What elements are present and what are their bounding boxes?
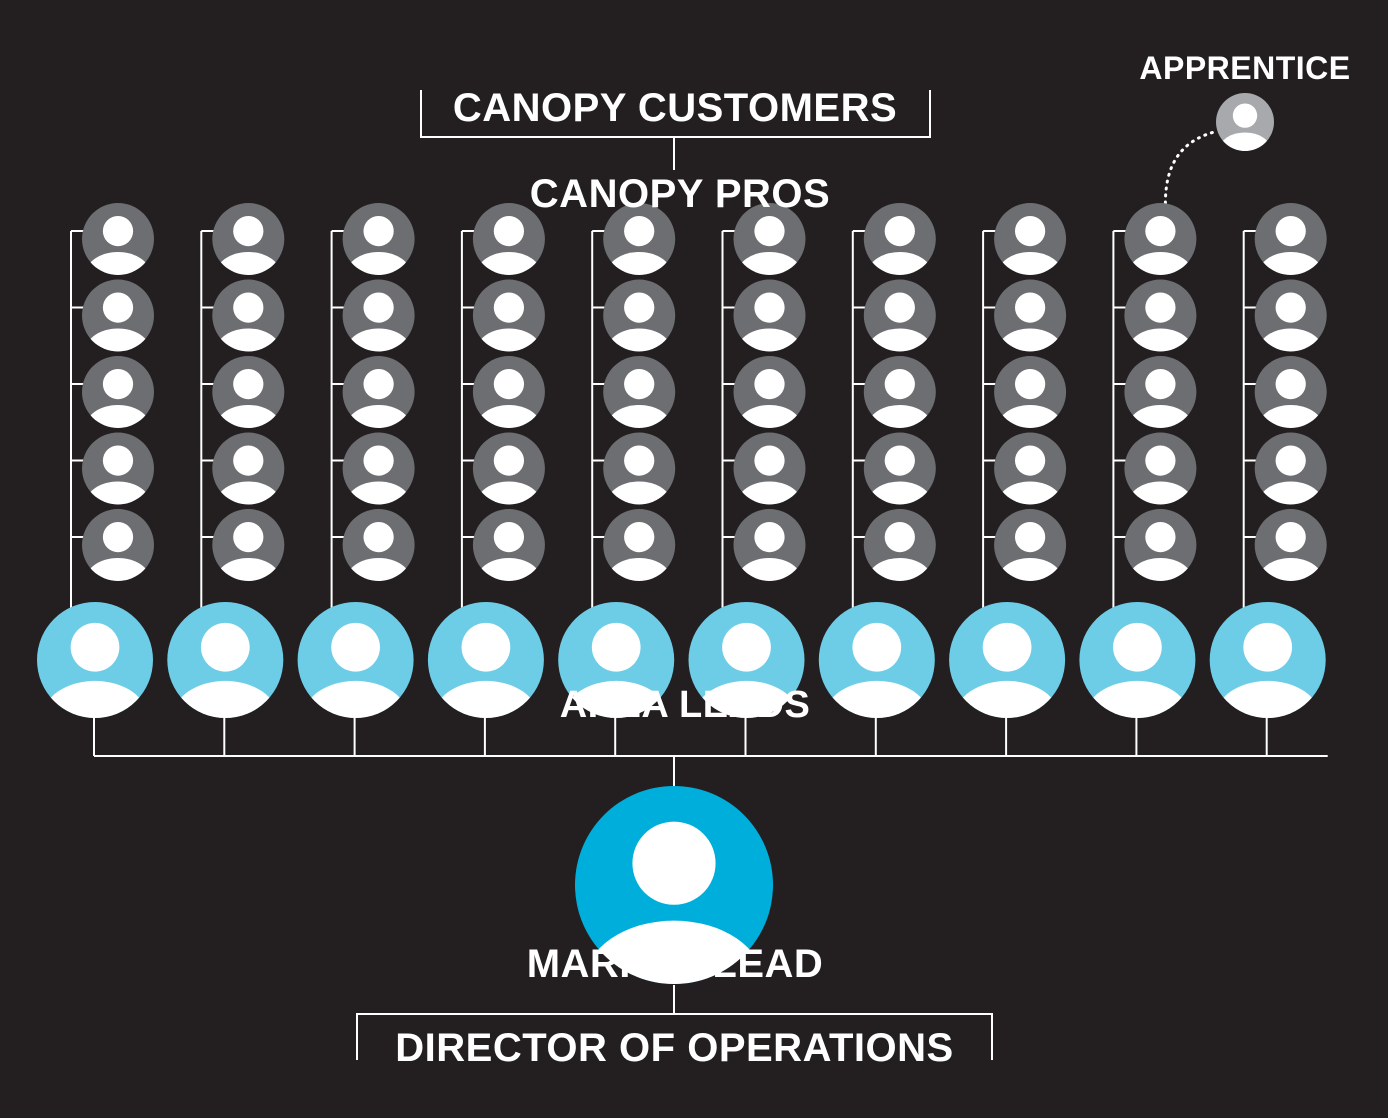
canopy-pro-person-icon xyxy=(472,509,545,581)
canopy-pro-person-icon xyxy=(1124,432,1197,505)
canopy-pro-person-icon xyxy=(994,509,1067,581)
canopy-pro-person-icon xyxy=(1254,432,1327,505)
area-lead-person-icon xyxy=(1079,602,1196,718)
canopy-pro-person-icon xyxy=(82,279,154,352)
canopy-pro-person-icon xyxy=(342,432,415,505)
canopy-pro-person-icon xyxy=(1254,203,1327,275)
canopy-pro-person-icon xyxy=(603,279,676,352)
canopy-pro-person-icon xyxy=(212,432,285,505)
apprentice-label: APPRENTICE xyxy=(1139,50,1351,86)
canopy-pro-person-icon xyxy=(82,356,154,428)
canopy-pro-person-icon xyxy=(994,432,1067,505)
canopy-pro-person-icon xyxy=(733,203,806,275)
area-lead-person-icon xyxy=(167,602,284,718)
canopy-pro-person-icon xyxy=(472,203,545,275)
canopy-customers-label: CANOPY CUSTOMERS xyxy=(452,86,898,130)
canopy-pro-person-icon xyxy=(342,279,415,352)
canopy-pro-person-icon xyxy=(863,509,936,581)
canopy-pros-label: CANOPY PROS xyxy=(529,172,831,216)
apprentice-dotted-link xyxy=(1163,129,1220,205)
canopy-pro-person-icon xyxy=(472,279,545,352)
director-of-operations-label: DIRECTOR OF OPERATIONS xyxy=(395,1026,954,1070)
canopy-pro-person-icon xyxy=(1254,279,1327,352)
area-lead-person-icon xyxy=(297,602,414,718)
market-lead-label: MARKET LEAD xyxy=(526,942,824,986)
canopy-pro-person-icon xyxy=(212,356,285,428)
canopy-pro-person-icon xyxy=(342,203,415,275)
apprentice-person-icon xyxy=(1216,93,1274,151)
canopy-pro-person-icon xyxy=(994,279,1067,352)
canopy-pro-person-icon xyxy=(603,509,676,581)
canopy-pro-person-icon xyxy=(212,203,285,275)
area-lead-person-icon xyxy=(1209,602,1326,718)
canopy-pro-person-icon xyxy=(82,203,154,275)
area-lead-person-icon xyxy=(558,602,675,718)
canopy-pro-person-icon xyxy=(733,279,806,352)
canopy-pro-person-icon xyxy=(212,509,285,581)
canopy-pro-person-icon xyxy=(342,356,415,428)
canopy-pro-person-icon xyxy=(82,432,154,505)
canopy-pro-person-icon xyxy=(863,432,936,505)
canopy-pro-person-icon xyxy=(863,203,936,275)
area-lead-person-icon xyxy=(688,602,805,718)
canopy-pro-person-icon xyxy=(212,279,285,352)
canopy-pro-person-icon xyxy=(863,356,936,428)
canopy-pro-person-icon xyxy=(1124,203,1197,275)
canopy-pro-person-icon xyxy=(733,432,806,505)
market-lead-person-icon xyxy=(575,786,773,984)
area-lead-person-icon xyxy=(949,602,1066,718)
canopy-pro-person-icon xyxy=(994,203,1067,275)
canopy-pro-person-icon xyxy=(82,509,154,581)
canopy-pro-person-icon xyxy=(342,509,415,581)
area-lead-person-icon xyxy=(427,602,544,718)
canopy-pro-person-icon xyxy=(1254,509,1327,581)
customers-bracket xyxy=(420,90,931,138)
canopy-pro-person-icon xyxy=(603,356,676,428)
canopy-pro-person-icon xyxy=(472,432,545,505)
area-lead-person-icon xyxy=(818,602,935,718)
canopy-pro-person-icon xyxy=(863,279,936,352)
area-leads-label: AREA LEADS xyxy=(559,684,811,726)
canopy-pro-person-icon xyxy=(1124,509,1197,581)
canopy-pro-person-icon xyxy=(1124,279,1197,352)
canopy-pro-person-icon xyxy=(1254,356,1327,428)
canopy-pro-person-icon xyxy=(733,356,806,428)
canopy-pro-person-icon xyxy=(994,356,1067,428)
canopy-pro-person-icon xyxy=(603,203,676,275)
canopy-pro-person-icon xyxy=(472,356,545,428)
area-lead-person-icon xyxy=(37,602,153,718)
canopy-pro-person-icon xyxy=(733,509,806,581)
canopy-pro-person-icon xyxy=(1124,356,1197,428)
canopy-pro-person-icon xyxy=(603,432,676,505)
